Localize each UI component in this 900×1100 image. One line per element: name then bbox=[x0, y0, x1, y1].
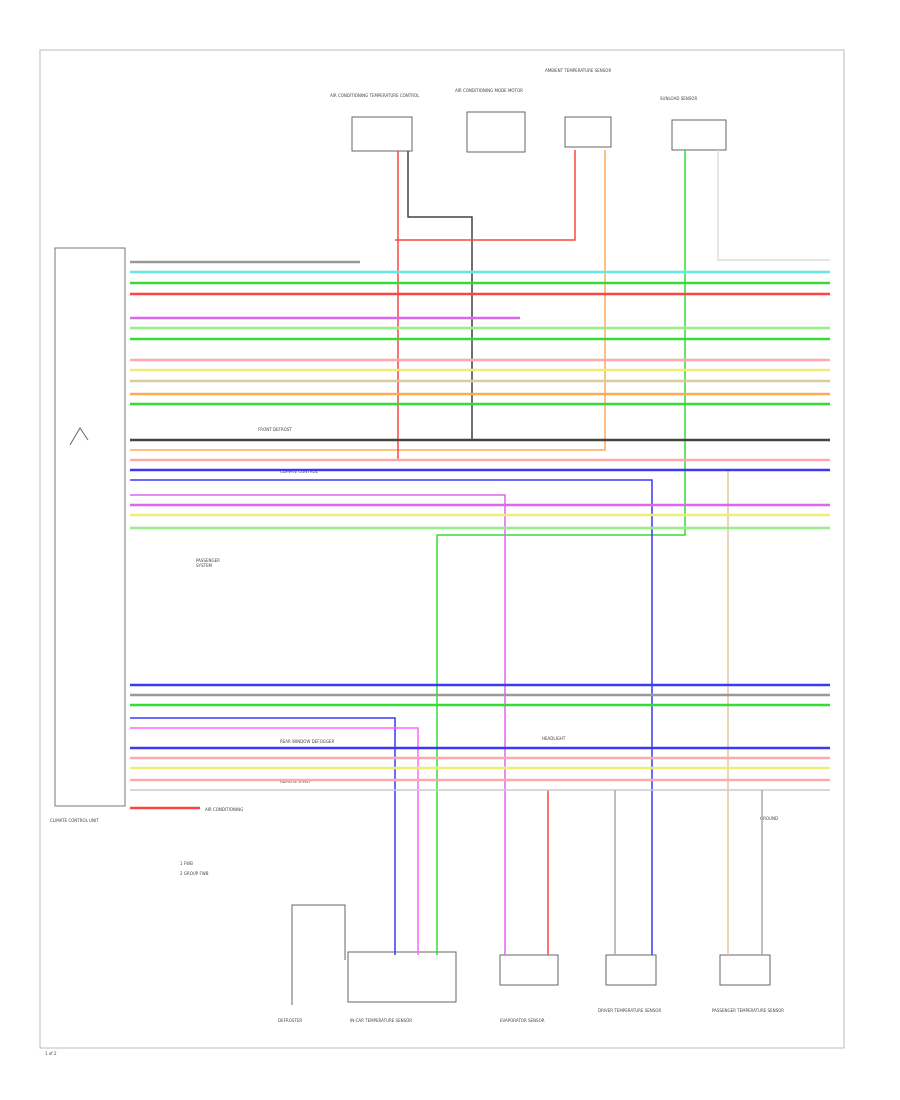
connector-label-top-2: AIR CONDITIONING MODE MOTOR bbox=[455, 88, 523, 93]
blu-down bbox=[130, 479, 653, 955]
legend-item-1: 1 FWB bbox=[180, 861, 193, 866]
inline-note-4: SYSTEM bbox=[196, 563, 212, 568]
component-box-bot-1 bbox=[291, 904, 346, 1005]
inline-note-7: AIR CONDITIONING bbox=[205, 807, 243, 812]
connector-box-top-2 bbox=[466, 111, 526, 153]
wire-bus bbox=[130, 260, 830, 810]
connector-box-top-3 bbox=[564, 116, 612, 148]
blu-bot bbox=[130, 717, 396, 955]
inline-note-6: REMOTE START bbox=[280, 779, 311, 784]
component-box-bot-2 bbox=[347, 951, 457, 1003]
component-label-bot-3: EVAPORATOR SENSOR bbox=[500, 1018, 545, 1023]
legend: 1 FWB 2 GROUP FWB bbox=[180, 861, 209, 876]
legend-item-2: 2 GROUP FWB bbox=[180, 871, 209, 876]
component-box-bot-5 bbox=[719, 954, 771, 986]
top-link bbox=[395, 150, 576, 241]
control-unit-box bbox=[54, 247, 126, 807]
inline-note-8: HEADLIGHT bbox=[542, 736, 566, 741]
connector-label-top-4: SUNLOAD SENSOR bbox=[660, 96, 697, 101]
component-box-bot-3 bbox=[499, 954, 559, 986]
top-connectors: AIR CONDITIONING TEMPERATURE CONTROL AIR… bbox=[330, 68, 727, 153]
sunload-ret bbox=[717, 150, 830, 261]
tan-down bbox=[130, 469, 729, 955]
component-box-bot-4 bbox=[605, 954, 657, 986]
connector-label-top-1: AIR CONDITIONING TEMPERATURE CONTROL bbox=[330, 93, 420, 98]
sensor-feed-org bbox=[130, 150, 606, 451]
connector-box-top-1 bbox=[351, 116, 413, 152]
page-reference: 1 of 2 bbox=[45, 1051, 57, 1056]
component-label-bot-2: IN-CAR TEMPERATURE SENSOR bbox=[350, 1018, 412, 1023]
connector-label-top-3: AMBIENT TEMPERATURE SENSOR bbox=[545, 68, 611, 73]
inline-notes: FRONT DEFROST CLIMATE CONTROL PASSENGER … bbox=[196, 427, 778, 821]
inline-note-9: GROUND bbox=[760, 816, 778, 821]
vio-down bbox=[130, 494, 506, 955]
temp-red-feed bbox=[397, 151, 830, 461]
bottom-components: DEFROSTER IN-CAR TEMPERATURE SENSOR EVAP… bbox=[278, 904, 784, 1023]
inline-note-1: FRONT DEFROST bbox=[258, 427, 292, 432]
component-label-bot-4: DRIVER TEMPERATURE SENSOR bbox=[598, 1008, 661, 1013]
control-unit-label: CLIMATE CONTROL UNIT bbox=[50, 818, 99, 823]
page-frame bbox=[39, 49, 845, 1049]
control-unit-symbol bbox=[69, 427, 89, 446]
inline-note-3: PASSENGER bbox=[196, 558, 220, 563]
inline-note-5: REAR WINDOW DEFOGGER bbox=[280, 739, 334, 744]
connector-box-top-4 bbox=[671, 119, 727, 151]
gnd-bus bbox=[407, 151, 830, 441]
pnk-bot bbox=[130, 727, 419, 955]
sunload-feed bbox=[436, 150, 686, 955]
component-label-bot-1: DEFROSTER bbox=[278, 1018, 302, 1023]
inline-note-2: CLIMATE CONTROL bbox=[280, 469, 319, 474]
component-label-bot-5: PASSENGER TEMPERATURE SENSOR bbox=[712, 1008, 784, 1013]
